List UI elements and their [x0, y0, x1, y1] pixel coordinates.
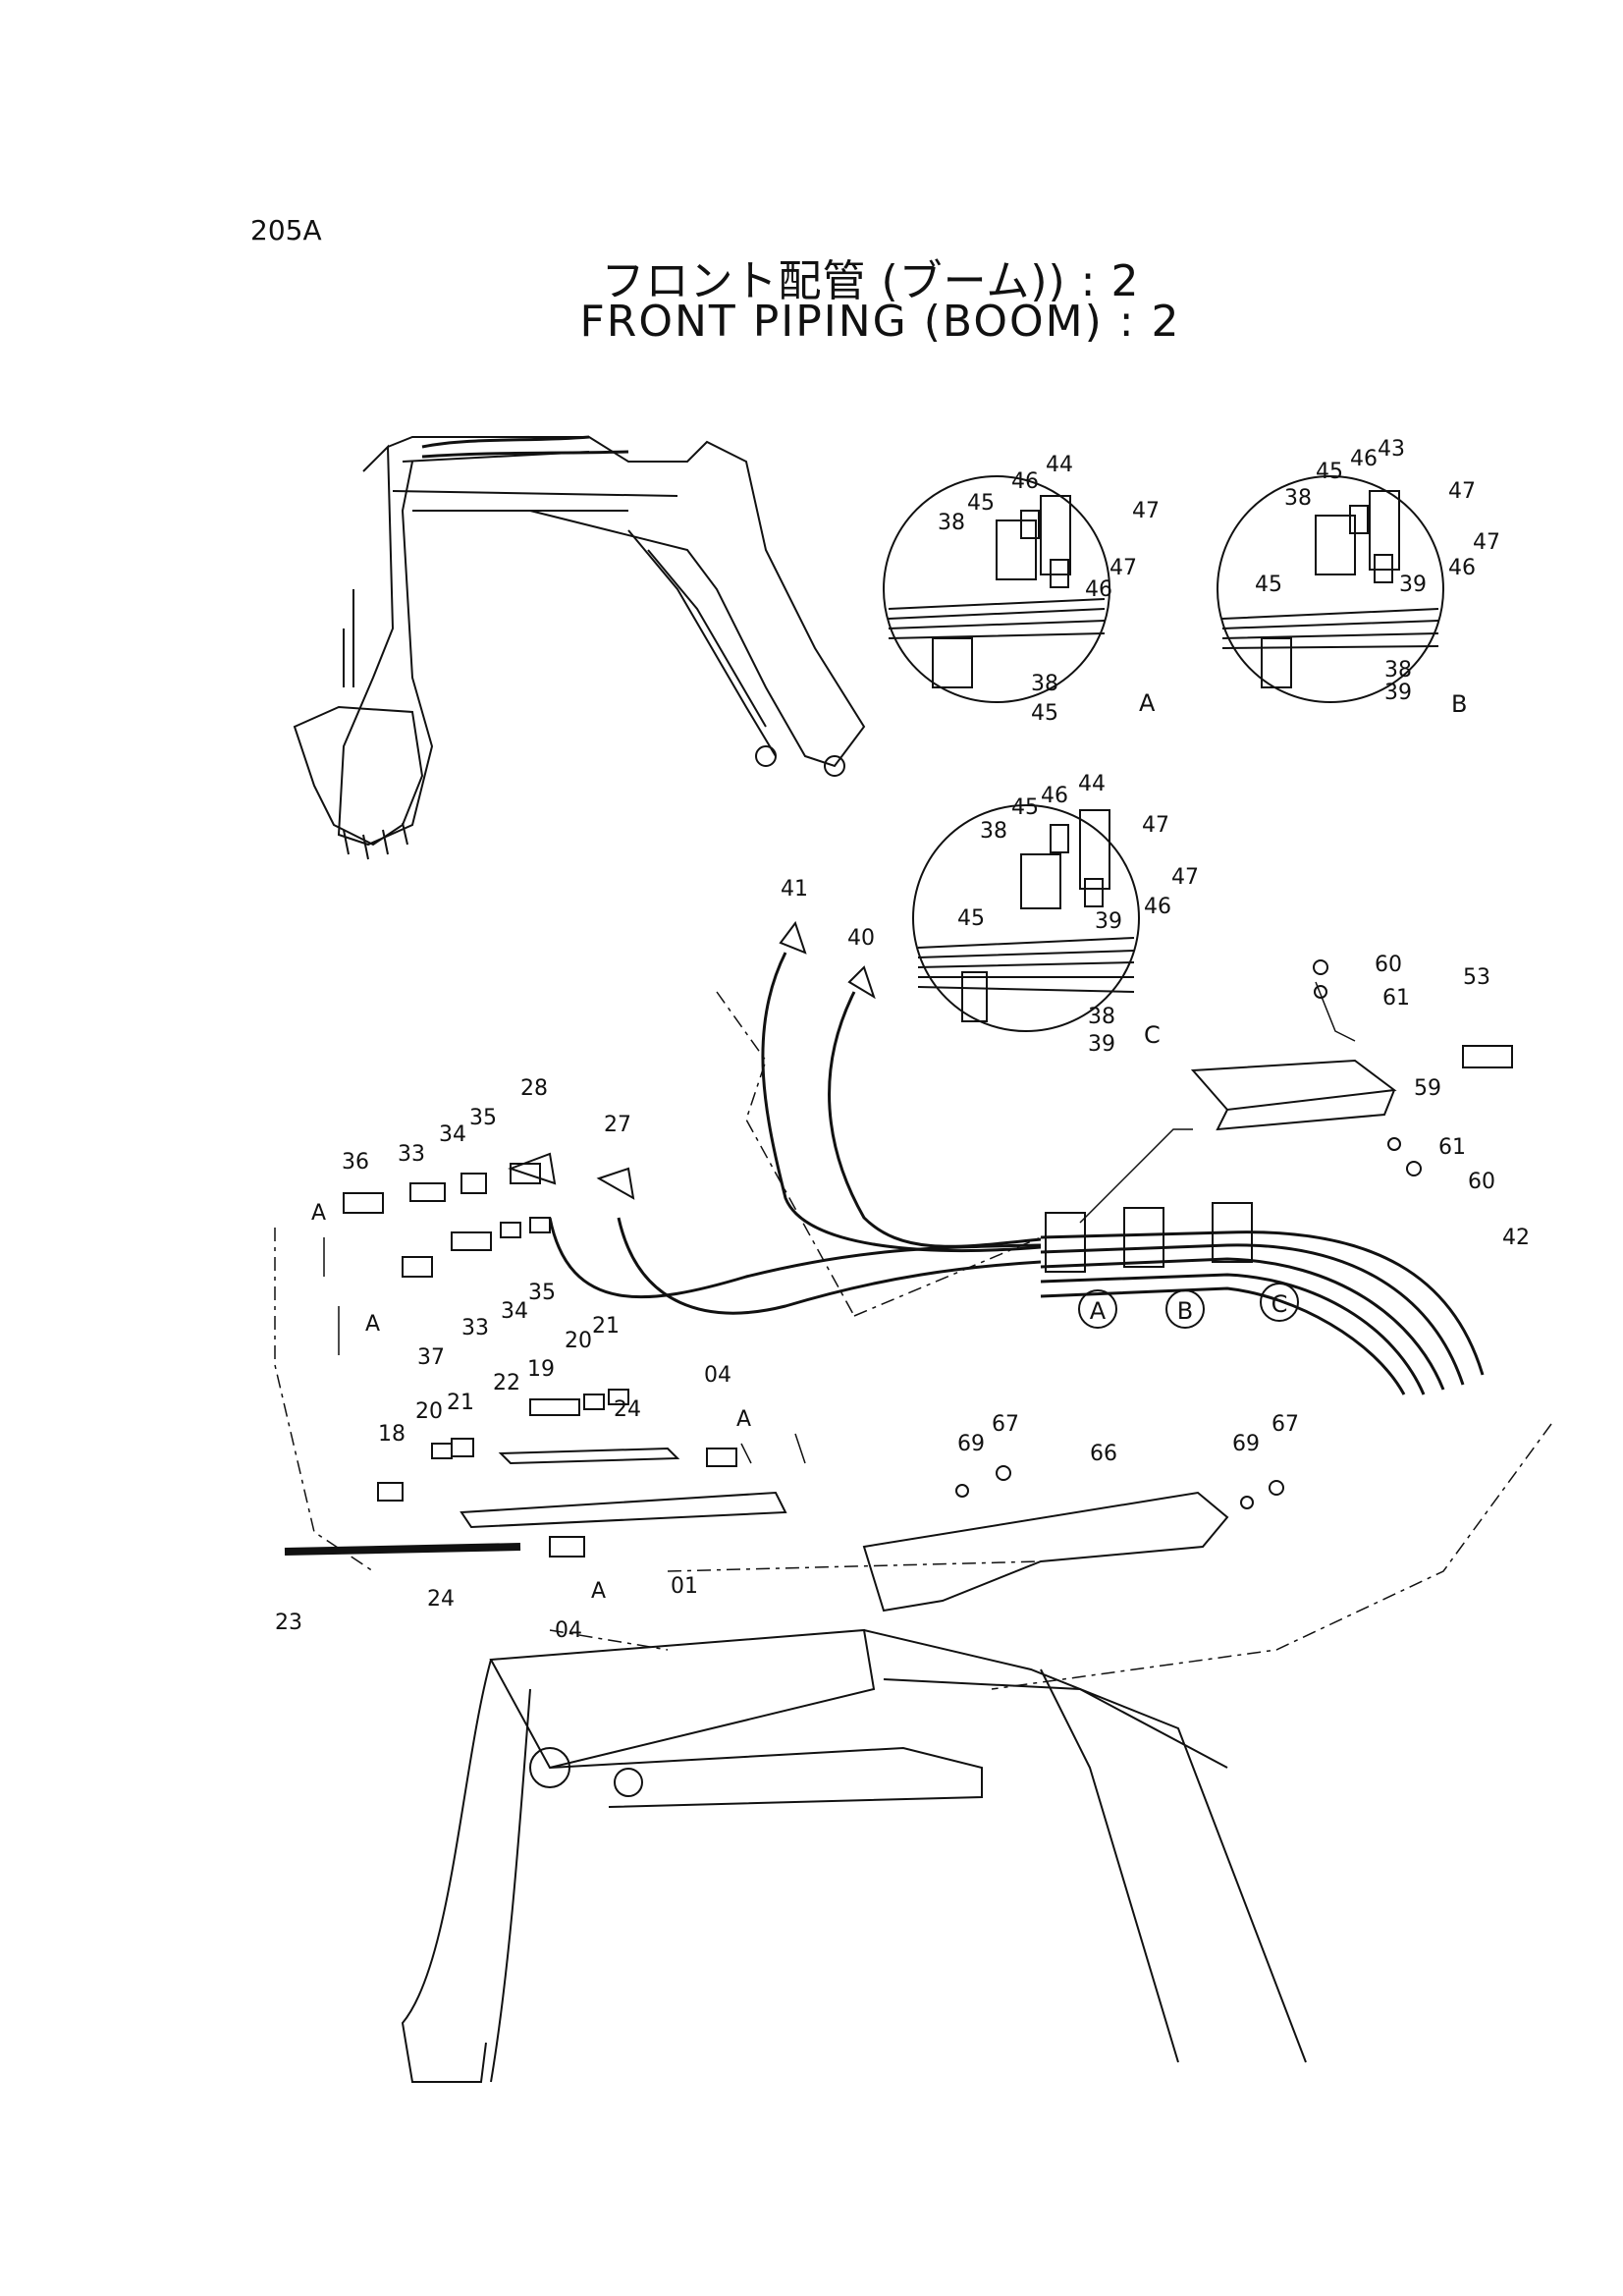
detail-a-label-45b: 45 [1031, 701, 1058, 726]
detail-c-label-39: 39 [1095, 909, 1122, 934]
detail-b-label-38: 38 [1284, 486, 1312, 511]
title-english: FRONT PIPING (BOOM) : 2 [579, 297, 1181, 347]
hose-clamps [1045, 1202, 1253, 1273]
detail-view-b [1217, 475, 1444, 703]
callout-59: 59 [1414, 1076, 1441, 1101]
detail-b-label-39: 39 [1399, 573, 1427, 597]
overview-machine-sketch [293, 435, 866, 860]
callout-33a: 33 [398, 1142, 425, 1167]
callout-18: 18 [378, 1422, 406, 1447]
callout-41: 41 [781, 877, 808, 902]
bracket-59 [1190, 959, 1513, 1176]
detail-c-label-45: 45 [1011, 795, 1039, 820]
detail-b-label-39b: 39 [1384, 681, 1412, 705]
callout-60a: 60 [1375, 953, 1402, 977]
lower-boom-structure [401, 1628, 1307, 2083]
callout-a2: A [365, 1312, 381, 1337]
callout-27: 27 [604, 1113, 631, 1137]
clamp-marker-c: C [1260, 1283, 1299, 1322]
detail-a-label-44: 44 [1046, 453, 1073, 477]
detail-a-label-45: 45 [967, 491, 995, 516]
detail-c-label-38b: 38 [1088, 1005, 1115, 1029]
detail-c-tag: C [1144, 1021, 1161, 1049]
callout-19: 19 [527, 1357, 555, 1382]
detail-b-label-45: 45 [1316, 460, 1343, 484]
detail-b-label-46: 46 [1350, 447, 1378, 471]
detail-a-tag: A [1139, 689, 1156, 717]
callout-53: 53 [1463, 965, 1490, 990]
callout-a4: A [591, 1579, 607, 1604]
callout-69b: 69 [1232, 1432, 1260, 1456]
detail-c-label-44: 44 [1078, 772, 1106, 796]
solid-leaders [323, 981, 1356, 1464]
callout-42: 42 [1502, 1226, 1530, 1250]
callout-36: 36 [342, 1150, 369, 1175]
callout-04a: 04 [704, 1363, 731, 1388]
detail-view-a [883, 475, 1110, 703]
callout-60b: 60 [1468, 1170, 1495, 1194]
callout-34b: 34 [501, 1299, 528, 1324]
callout-20a: 20 [415, 1399, 443, 1424]
callout-a3: A [736, 1407, 752, 1432]
callout-01: 01 [671, 1574, 698, 1599]
detail-b-label-47b: 47 [1473, 530, 1500, 555]
detail-b-label-45b: 45 [1255, 573, 1282, 597]
detail-c-label-46: 46 [1041, 784, 1068, 808]
callout-a1: A [311, 1201, 327, 1226]
callout-67b: 67 [1271, 1412, 1299, 1437]
callout-20b: 20 [565, 1329, 592, 1353]
title-japanese: フロント配管 (ブーム)) : 2 [601, 256, 1140, 306]
callout-34a: 34 [439, 1122, 466, 1147]
detail-b-label-43: 43 [1378, 437, 1405, 462]
detail-a-label-38b: 38 [1031, 672, 1058, 696]
callout-28: 28 [520, 1076, 548, 1101]
detail-c-label-47b: 47 [1171, 865, 1199, 890]
callout-35b: 35 [528, 1281, 556, 1305]
detail-a-label-47b: 47 [1109, 556, 1137, 580]
clamp-marker-b: B [1165, 1289, 1205, 1329]
callout-66: 66 [1090, 1442, 1117, 1466]
detail-c-label-47: 47 [1142, 813, 1169, 838]
leader-lines [274, 991, 1552, 1690]
detail-c-label-46b: 46 [1144, 895, 1171, 919]
detail-a-label-38: 38 [938, 511, 965, 535]
detail-b-label-46b: 46 [1448, 556, 1476, 580]
hose-40-41 [761, 920, 1042, 1252]
callout-33b: 33 [461, 1316, 489, 1340]
callout-61b: 61 [1438, 1135, 1466, 1160]
callout-40: 40 [847, 926, 875, 951]
callout-24b: 24 [427, 1587, 455, 1612]
callout-21b: 21 [592, 1314, 620, 1339]
callout-24a: 24 [614, 1397, 641, 1422]
detail-a-label-46b: 46 [1085, 577, 1112, 602]
detail-b-tag: B [1451, 690, 1468, 718]
callout-67a: 67 [992, 1412, 1019, 1437]
detail-view-c [912, 804, 1140, 1032]
detail-b-label-38b: 38 [1384, 658, 1412, 683]
callout-22: 22 [493, 1371, 520, 1395]
fittings-group [284, 1163, 787, 1558]
callout-23: 23 [275, 1611, 302, 1635]
detail-a-label-47: 47 [1132, 499, 1160, 523]
detail-c-label-39b: 39 [1088, 1032, 1115, 1057]
callout-21a: 21 [447, 1391, 474, 1415]
bracket-66 [862, 1465, 1284, 1613]
page-code: 205A [250, 214, 322, 246]
clamp-marker-a: A [1078, 1289, 1117, 1329]
callout-37: 37 [417, 1345, 445, 1370]
detail-a-label-46: 46 [1011, 469, 1039, 494]
callout-61a: 61 [1382, 986, 1410, 1011]
callout-35a: 35 [469, 1106, 497, 1130]
detail-b-label-47: 47 [1448, 479, 1476, 504]
detail-c-label-45b: 45 [957, 906, 985, 931]
hose-27-28 [508, 1152, 1042, 1315]
callout-69a: 69 [957, 1432, 985, 1456]
detail-c-label-38: 38 [980, 819, 1007, 844]
callout-04b: 04 [555, 1618, 582, 1643]
